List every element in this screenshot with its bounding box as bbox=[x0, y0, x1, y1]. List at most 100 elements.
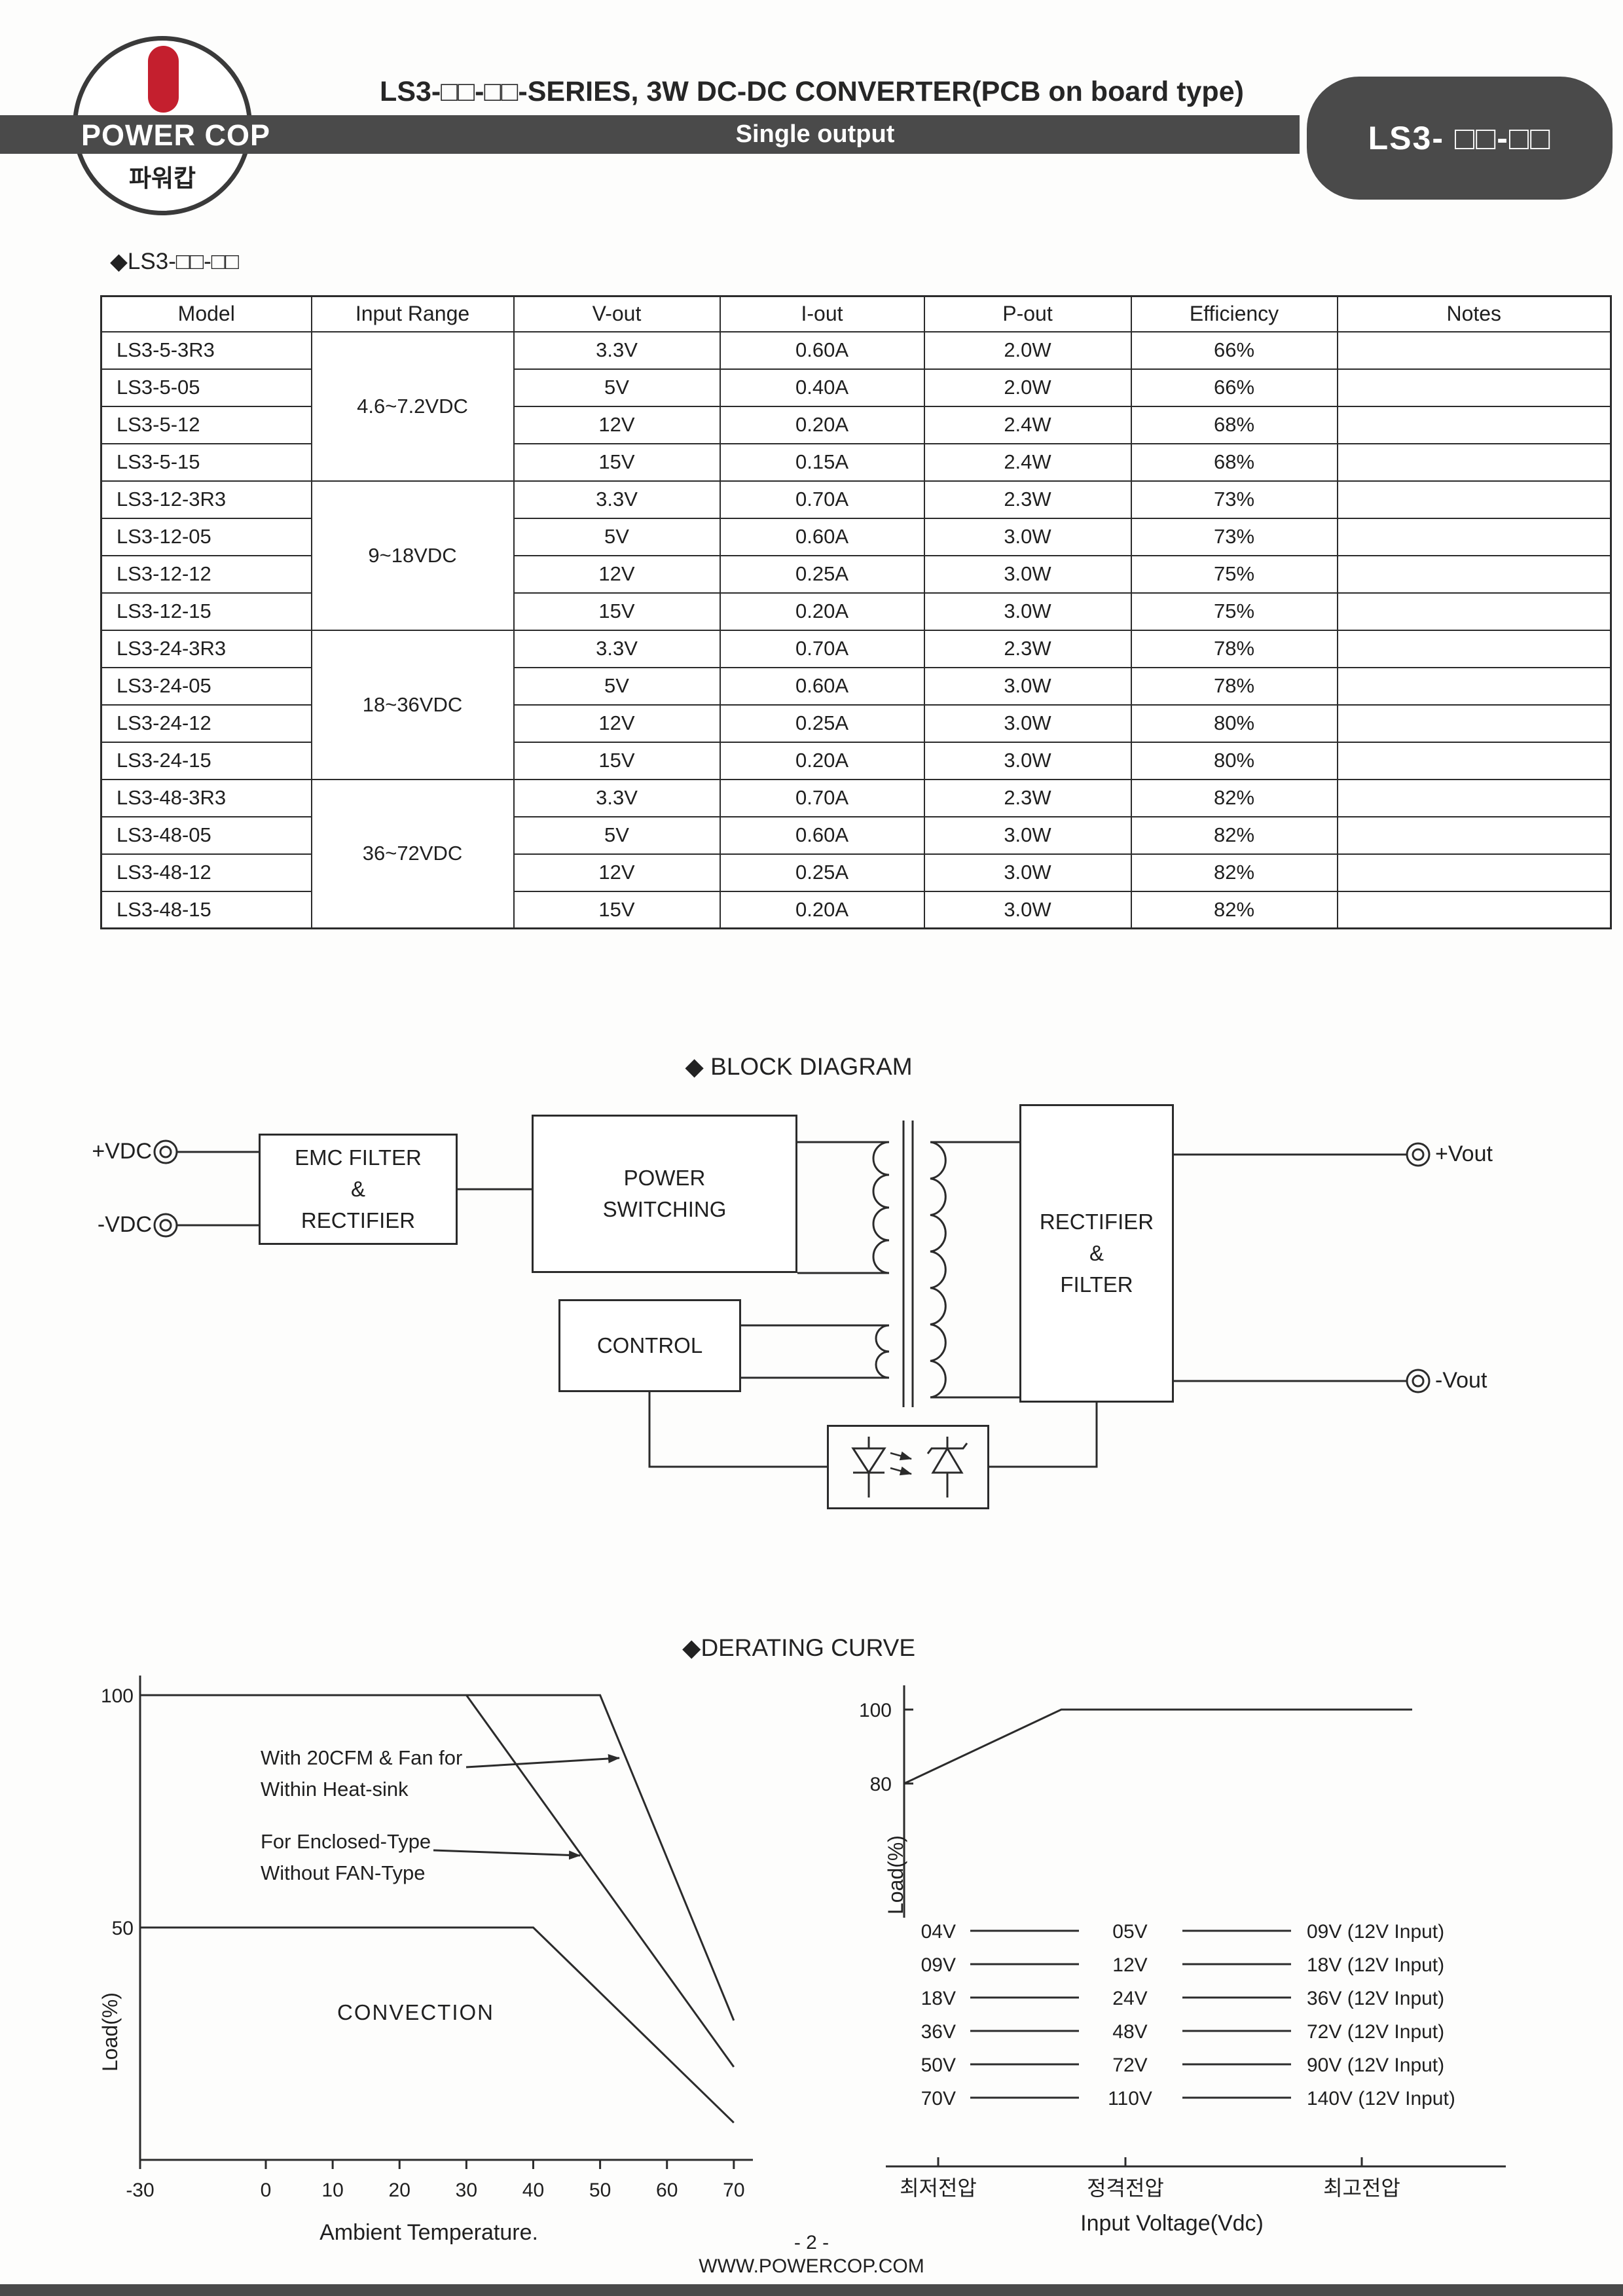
col-efficiency: Efficiency bbox=[1130, 295, 1338, 332]
y-tick-label: 100 bbox=[859, 1700, 892, 1721]
cell-model: LS3-5-3R3 bbox=[100, 331, 312, 370]
cell-notes bbox=[1336, 368, 1612, 407]
footer-bar bbox=[0, 2284, 1623, 2296]
voltage-max-value: 90V (12V Input) bbox=[1307, 2054, 1444, 2076]
annotation-arrows bbox=[433, 1754, 620, 1860]
output-negative-label: -Vout bbox=[1435, 1368, 1487, 1393]
cell-efficiency: 75% bbox=[1130, 592, 1338, 631]
voltage-rated-value: 05V bbox=[1112, 1921, 1147, 1943]
col-pout: P-out bbox=[923, 295, 1132, 332]
website: WWW.POWERCOP.COM bbox=[699, 2255, 924, 2277]
input-pos-terminal-icon bbox=[153, 1139, 178, 1164]
x-tick-label: 10 bbox=[321, 2179, 343, 2201]
cell-vout: 12V bbox=[513, 554, 721, 594]
x-tick-label: 50 bbox=[589, 2179, 611, 2201]
cell-efficiency: 68% bbox=[1130, 442, 1338, 482]
x-tick-label: 30 bbox=[456, 2179, 477, 2201]
right-chart-ylabel: Load(%) bbox=[884, 1835, 907, 1914]
left-chart-xlabel: Ambient Temperature. bbox=[319, 2220, 538, 2245]
cell-model: LS3-24-12 bbox=[100, 704, 312, 743]
y-tick-label: 80 bbox=[870, 1774, 892, 1795]
derating-title: ◆DERATING CURVE bbox=[682, 1634, 916, 1661]
cell-iout: 0.25A bbox=[719, 853, 925, 892]
cell-notes bbox=[1336, 890, 1612, 929]
cell-iout: 0.60A bbox=[719, 517, 925, 556]
cell-notes bbox=[1336, 778, 1612, 817]
cell-iout: 0.20A bbox=[719, 741, 925, 780]
x-tick-label: 0 bbox=[261, 2179, 272, 2201]
cell-notes bbox=[1336, 554, 1612, 594]
aux-coil-icon bbox=[875, 1324, 890, 1379]
enclosed-annotation: For Enclosed-Type Without FAN-Type bbox=[261, 1830, 431, 1885]
cell-model: LS3-48-12 bbox=[100, 853, 312, 892]
block-diagram-title: ◆ BLOCK DIAGRAM bbox=[685, 1053, 913, 1080]
cell-vout: 3.3V bbox=[513, 480, 721, 519]
optocoupler-box bbox=[827, 1425, 989, 1509]
output-pos-terminal-icon bbox=[1412, 1148, 1425, 1161]
cell-pout: 3.0W bbox=[923, 853, 1132, 892]
cell-efficiency: 80% bbox=[1130, 704, 1338, 743]
output-neg-terminal-icon bbox=[1406, 1369, 1431, 1393]
voltage-min-value: 04V bbox=[921, 1921, 956, 1943]
header-bar bbox=[0, 115, 1300, 154]
cell-efficiency: 68% bbox=[1130, 405, 1338, 444]
cell-pout: 2.4W bbox=[923, 405, 1132, 444]
cell-vout: 5V bbox=[513, 368, 721, 407]
cell-iout: 0.70A bbox=[719, 629, 925, 668]
cell-pout: 3.0W bbox=[923, 741, 1132, 780]
voltage-rated-value: 12V bbox=[1112, 1954, 1147, 1976]
col-model: Model bbox=[100, 295, 312, 332]
cell-iout: 0.60A bbox=[719, 816, 925, 855]
cell-iout: 0.20A bbox=[719, 592, 925, 631]
page-title: LS3-□□-□□-SERIES, 3W DC-DC CONVERTER(PCB… bbox=[380, 76, 1244, 107]
input-neg-terminal-icon bbox=[159, 1219, 172, 1232]
input-negative-label: -VDC bbox=[97, 1212, 152, 1237]
x-tick-label: 70 bbox=[723, 2179, 744, 2201]
voltage-min-value: 36V bbox=[921, 2021, 956, 2043]
voltage-max-value: 72V (12V Input) bbox=[1307, 2021, 1444, 2043]
cell-notes bbox=[1336, 704, 1612, 743]
voltage-rated-value: 110V bbox=[1108, 2088, 1152, 2109]
col-iout: I-out bbox=[719, 295, 925, 332]
cell-vout: 12V bbox=[513, 853, 721, 892]
voltage-min-value: 18V bbox=[921, 1988, 956, 2009]
fan-annotation: With 20CFM & Fan for Within Heat-sink bbox=[261, 1746, 463, 1801]
table-header-row: Model Input Range V-out I-out P-out Effi… bbox=[100, 295, 1612, 332]
enclosed-annotation-arrow-icon bbox=[433, 1849, 581, 1860]
spec-table: Model Input Range V-out I-out P-out Effi… bbox=[100, 295, 1612, 929]
cell-notes bbox=[1336, 517, 1612, 556]
voltage-max-value: 36V (12V Input) bbox=[1307, 1988, 1444, 2009]
cell-model: LS3-48-3R3 bbox=[100, 778, 312, 817]
cell-model: LS3-12-15 bbox=[100, 592, 312, 631]
cell-efficiency: 73% bbox=[1130, 517, 1338, 556]
x-tick-label: -30 bbox=[126, 2179, 154, 2201]
voltage-category-label: 정격전압 bbox=[1087, 2176, 1164, 2200]
cell-pout: 3.0W bbox=[923, 554, 1132, 594]
cell-vout: 15V bbox=[513, 592, 721, 631]
cell-notes bbox=[1336, 592, 1612, 631]
cell-pout: 3.0W bbox=[923, 816, 1132, 855]
cell-pout: 3.0W bbox=[923, 592, 1132, 631]
left-chart-ylabel: Load(%) bbox=[98, 1992, 122, 2072]
cell-pout: 3.0W bbox=[923, 666, 1132, 706]
input-pos-terminal-icon bbox=[159, 1145, 172, 1158]
output-pos-terminal-icon bbox=[1406, 1142, 1431, 1167]
cell-efficiency: 82% bbox=[1130, 816, 1338, 855]
x-tick-label: 20 bbox=[389, 2179, 410, 2201]
cell-iout: 0.70A bbox=[719, 778, 925, 817]
derating-series-line bbox=[465, 1695, 735, 2068]
cell-model: LS3-12-12 bbox=[100, 554, 312, 594]
x-tick-label: 40 bbox=[522, 2179, 544, 2201]
cell-notes bbox=[1336, 629, 1612, 668]
voltage-max-value: 09V (12V Input) bbox=[1307, 1921, 1444, 1943]
cell-iout: 0.60A bbox=[719, 331, 925, 370]
cell-input-range: 18~36VDC bbox=[310, 629, 515, 780]
input-neg-terminal-icon bbox=[153, 1213, 178, 1238]
cell-vout: 3.3V bbox=[513, 778, 721, 817]
